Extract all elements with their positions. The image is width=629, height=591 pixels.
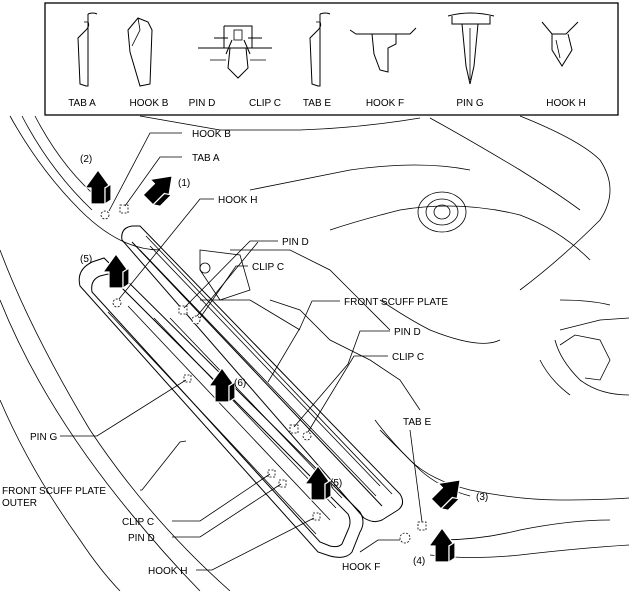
label-front-scuff-plate: FRONT SCUFF PLATE	[344, 297, 448, 308]
label-clip-c-mid: CLIP C	[392, 352, 424, 363]
arrow-step-1	[142, 175, 173, 207]
callout-labels: HOOK B TAB A HOOK H PIN D CLIP C FRONT S…	[2, 129, 448, 577]
pin-d-marker-bottom	[278, 479, 287, 488]
hook-b-marker	[100, 210, 110, 220]
label-tab-a: TAB A	[192, 153, 220, 164]
tab-e-icon	[309, 12, 331, 87]
label-front-scuff-plate-outer-2: OUTER	[2, 498, 37, 509]
hook-h-icon	[541, 21, 579, 67]
pin-d-marker-top	[178, 305, 188, 315]
pin-g-icon	[447, 12, 495, 85]
step-numbers: (2) (1) (5) (6) (5) (3) (4)	[80, 154, 488, 567]
legend-label-hook-h: HOOK H	[546, 98, 585, 109]
fastener-legend: TAB A HOOK B PIN D CLIP C TAB E HOOK F P…	[44, 2, 619, 116]
hook-f-icon	[349, 27, 417, 73]
hook-f-marker	[399, 532, 411, 544]
front-scuff-plate	[121, 225, 404, 523]
front-scuff-plate-outer	[78, 257, 364, 558]
vehicle-body-outline	[0, 115, 629, 591]
hook-h-marker-top	[112, 298, 122, 308]
legend-label-hook-f: HOOK F	[366, 98, 404, 109]
pin-d-clip-c-icon	[198, 25, 272, 79]
arrow-step-3	[430, 479, 461, 511]
step-6-label: (6)	[234, 378, 246, 389]
tab-a-icon	[77, 12, 98, 87]
step-1-label: (1)	[178, 178, 190, 189]
legend-label-tab-e: TAB E	[303, 98, 331, 109]
pin-d-marker-mid	[289, 424, 299, 434]
label-hook-b: HOOK B	[192, 129, 231, 140]
arrow-step-4	[427, 526, 457, 564]
step-2-label: (2)	[80, 154, 92, 165]
label-clip-c-bottom: CLIP C	[122, 517, 154, 528]
label-front-scuff-plate-outer-1: FRONT SCUFF PLATE	[2, 486, 106, 497]
label-pin-g: PIN G	[30, 432, 57, 443]
legend-label-clip-c: CLIP C	[249, 98, 281, 109]
legend-label-pin-g: PIN G	[456, 98, 483, 109]
label-pin-d-bottom: PIN D	[128, 533, 155, 544]
label-pin-d-top: PIN D	[282, 237, 309, 248]
label-hook-h-bottom: HOOK H	[148, 566, 187, 577]
step-5-bottom-label: (5)	[330, 478, 342, 489]
removal-arrows	[83, 168, 461, 564]
arrow-step-5-bottom	[303, 464, 333, 502]
legend-label-hook-b: HOOK B	[130, 98, 169, 109]
step-4-label: (4)	[413, 556, 425, 567]
label-hook-f: HOOK F	[342, 562, 380, 573]
arrow-step-5-top	[101, 252, 131, 290]
label-tab-e: TAB E	[403, 417, 431, 428]
arrow-step-6	[207, 366, 237, 404]
pin-g-marker	[183, 374, 192, 383]
step-3-label: (3)	[476, 492, 488, 503]
leader-lines	[60, 132, 423, 571]
clip-c-marker-top	[191, 315, 201, 325]
label-hook-h-top: HOOK H	[218, 195, 257, 206]
hook-h-marker-bottom	[312, 512, 321, 521]
legend-frame	[44, 2, 619, 116]
tab-e-marker	[417, 521, 427, 531]
legend-label-tab-a: TAB A	[68, 98, 96, 109]
legend-label-pin-d: PIN D	[189, 98, 216, 109]
label-pin-d-mid: PIN D	[394, 327, 421, 338]
step-5-top-label: (5)	[80, 254, 92, 265]
clip-c-marker-mid	[302, 431, 312, 441]
clip-c-marker-bottom	[267, 469, 276, 478]
arrow-step-2	[83, 168, 113, 206]
hook-b-icon	[127, 17, 153, 87]
fastener-markers	[100, 204, 427, 544]
tab-a-marker	[119, 204, 129, 214]
label-clip-c-top: CLIP C	[252, 262, 284, 273]
